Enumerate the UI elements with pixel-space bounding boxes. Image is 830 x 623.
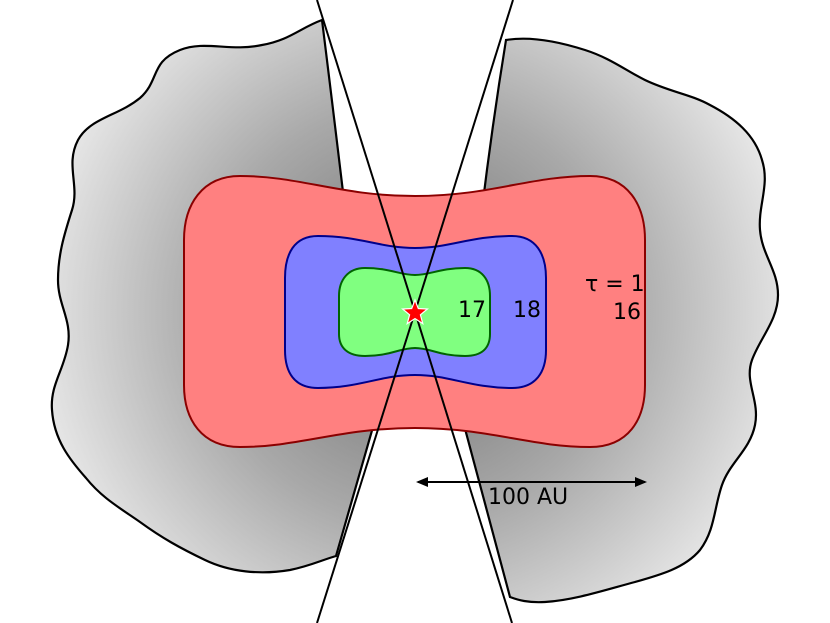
outflow-line-left-lower (414, 311, 513, 623)
star-icon (401, 298, 429, 325)
outflow-line-right-lower (316, 311, 416, 623)
tau-label: τ = 1 (585, 272, 645, 297)
region-16-label: 16 (613, 300, 641, 325)
scale-bar-label: 100 AU (488, 485, 569, 510)
outflow-line-right (414, 0, 514, 313)
outflow-line-left (316, 0, 416, 313)
region-18-label: 18 (513, 298, 541, 323)
region-17-label: 17 (458, 298, 486, 323)
